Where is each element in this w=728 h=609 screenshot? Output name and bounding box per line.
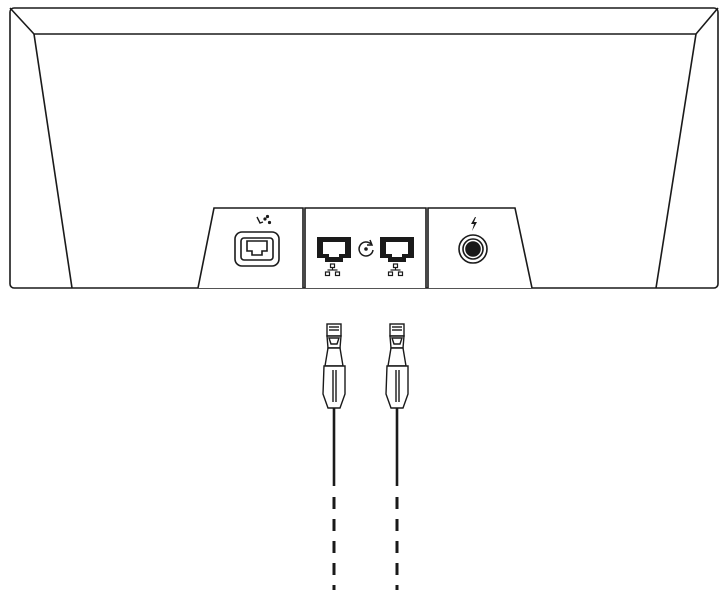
reset-button[interactable] xyxy=(358,239,374,257)
power-lightning-icon xyxy=(471,217,477,231)
lan-port-2[interactable] xyxy=(380,237,414,262)
power-port[interactable] xyxy=(458,234,488,264)
cable-2[interactable] xyxy=(385,323,409,590)
cable-1[interactable] xyxy=(322,323,346,590)
lan-port-1[interactable] xyxy=(317,237,351,262)
reset-icon xyxy=(358,241,374,257)
phone-line-icon xyxy=(256,214,272,225)
router-right-bevel xyxy=(655,33,697,289)
phone-port[interactable] xyxy=(234,231,280,267)
router-left-bevel xyxy=(33,33,73,289)
ethernet-plug-1 xyxy=(322,323,346,409)
ethernet-plug-2 xyxy=(385,323,409,409)
network-icon xyxy=(324,263,341,277)
router-body xyxy=(9,7,719,289)
router-inner-panel xyxy=(9,7,719,35)
network-icon xyxy=(387,263,404,277)
